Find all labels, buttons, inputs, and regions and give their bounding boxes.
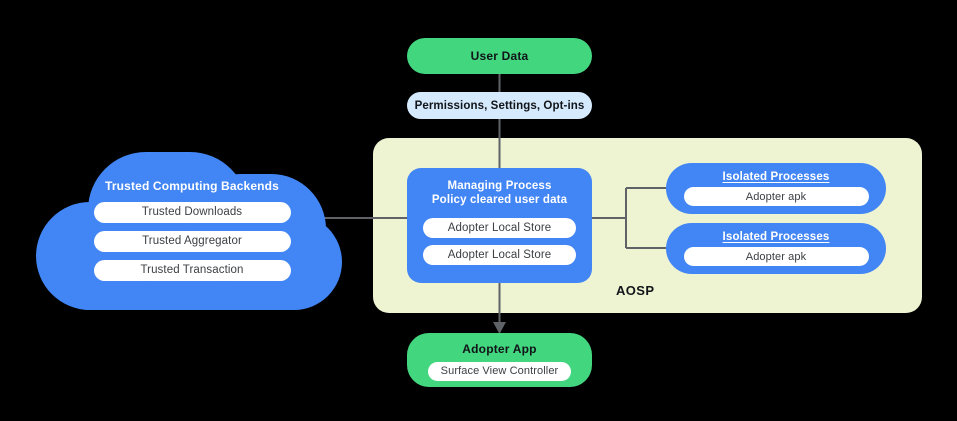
user-data-label: User Data — [470, 49, 529, 63]
surface-view-controller[interactable]: Surface View Controller — [428, 361, 571, 381]
adopter-local-store-1[interactable]: Adopter Local Store — [423, 218, 576, 238]
trusted-computing-backends-cloud: Trusted Computing Backends Trusted Downl… — [36, 152, 348, 310]
managing-process-title: Managing Process Policy cleared user dat… — [432, 180, 567, 207]
adopter-apk-2[interactable]: Adopter apk — [683, 247, 869, 267]
isolated-process-node-1[interactable]: Isolated Processes Adopter apk — [666, 163, 886, 214]
managing-process-node[interactable]: Managing Process Policy cleared user dat… — [407, 168, 592, 283]
managing-process-title-line2: Policy cleared user data — [431, 193, 568, 206]
isolated-processes-link-1[interactable]: Isolated Processes — [722, 170, 830, 183]
permissions-label: Permissions, Settings, Opt-ins — [414, 99, 585, 112]
user-data-node[interactable]: User Data — [407, 38, 592, 74]
cloud-title: Trusted Computing Backends — [105, 179, 279, 193]
cloud-service-trusted-aggregator[interactable]: Trusted Aggregator — [93, 230, 291, 252]
isolated-processes-link-2[interactable]: Isolated Processes — [722, 230, 830, 243]
adopter-app-label: Adopter App — [462, 341, 537, 356]
isolated-process-node-2[interactable]: Isolated Processes Adopter apk — [666, 223, 886, 274]
adopter-app-node[interactable]: Adopter App Surface View Controller — [407, 333, 592, 387]
cloud-service-trusted-transaction[interactable]: Trusted Transaction — [93, 259, 291, 281]
cloud-service-trusted-downloads[interactable]: Trusted Downloads — [93, 201, 291, 223]
adopter-apk-1[interactable]: Adopter apk — [683, 187, 869, 207]
adopter-local-store-2[interactable]: Adopter Local Store — [423, 245, 576, 265]
managing-process-title-line1: Managing Process — [447, 180, 552, 192]
aosp-label: AOSP — [616, 283, 655, 298]
permissions-settings-optins-node[interactable]: Permissions, Settings, Opt-ins — [407, 92, 592, 119]
